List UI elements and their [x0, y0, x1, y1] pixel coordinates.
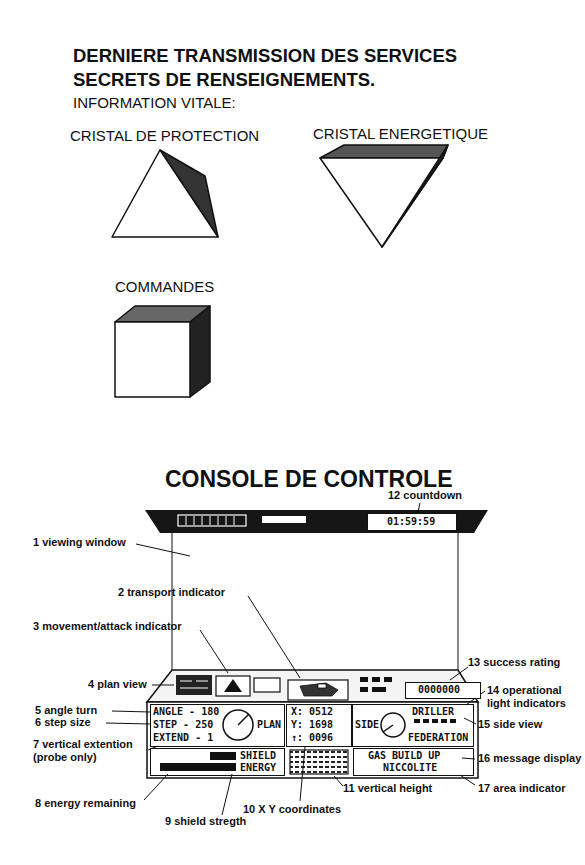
callout-label: 14 operational light indicators	[487, 684, 582, 710]
display-text: ENERGY	[240, 762, 276, 774]
display-text: Y: 1698	[291, 719, 333, 731]
callout-label: 11 vertical height	[343, 782, 432, 795]
message-display: GAS BUILD UPNICCOLITE	[353, 748, 474, 776]
shield-energy-panel: SHIELDENERGY	[150, 748, 285, 776]
top-bar-gauge	[178, 515, 246, 526]
item-caption: COMMANDES	[115, 278, 214, 296]
callout-label: 15 side view	[478, 718, 542, 731]
countdown-display: 01:59:59	[367, 513, 457, 531]
window-edge	[458, 533, 459, 670]
console-buttons	[360, 677, 392, 692]
display-text: X: 0512	[291, 706, 333, 718]
console-lower-deck	[147, 702, 478, 778]
display-text: SHIELD	[240, 750, 276, 762]
item-caption: CRISTAL ENERGETIQUE	[313, 125, 488, 143]
gauge-segments	[186, 516, 234, 525]
display-text: EXTEND - 1	[153, 732, 213, 744]
shield-bar	[210, 752, 236, 760]
subheading: INFORMATION VITALE:	[73, 94, 236, 112]
display-text: 01:59:59	[387, 516, 435, 528]
window-edge	[172, 533, 173, 670]
energy-crystal	[320, 158, 443, 247]
side-dial	[381, 713, 405, 737]
callout-label: 13 success rating	[468, 656, 560, 669]
display-text: ↑: 0096	[291, 732, 333, 744]
display-text: GAS BUILD UP	[368, 750, 440, 762]
section-heading: CONSOLE DE CONTROLE	[165, 465, 453, 493]
cube-side-face	[190, 306, 210, 397]
callout-label: 7 vertical extention (probe only)	[33, 738, 151, 764]
callout-label: 8 energy remaining	[35, 797, 136, 810]
crystal-shaded-face	[382, 145, 448, 247]
dial-needle	[238, 714, 249, 725]
callout-label: 9 shield stregth	[165, 815, 246, 828]
console-top-bar	[145, 510, 488, 533]
leader-lines	[106, 503, 485, 815]
display-text: DRILLER	[412, 706, 454, 718]
display-text: NICCOLITE	[383, 762, 437, 774]
display-text: FEDERATION	[408, 732, 468, 744]
callout-label: 10 X Y coordinates	[243, 803, 341, 816]
item-caption: CRISTAL DE PROTECTION	[70, 127, 259, 145]
plan-panel: ANGLE - 180STEP - 250EXTEND - 1 PLAN	[150, 704, 285, 747]
callout-label: 3 movement/attack indicator	[33, 620, 182, 633]
commands-cube	[115, 322, 190, 397]
operational-lights	[414, 719, 456, 723]
display-text: ANGLE - 180	[153, 706, 219, 718]
plan-view-keys	[180, 681, 208, 688]
movement-arrow	[224, 679, 242, 692]
success-rating-display: 0000000	[405, 682, 481, 699]
display-text: SIDE	[355, 719, 379, 731]
callout-label: 2 transport indicator	[118, 586, 225, 599]
display-text: PLAN	[257, 719, 281, 731]
movement-attack-indicator	[216, 676, 250, 696]
coordinates-panel: X: 0512Y: 1698↑: 0096	[286, 704, 352, 747]
callout-label: 12 countdown	[388, 489, 462, 502]
height-grid	[290, 750, 348, 774]
transport-vehicle-icon	[300, 683, 338, 696]
plan-dial	[223, 710, 253, 740]
transport-indicator	[288, 680, 348, 700]
top-bar-slot	[262, 516, 306, 523]
page-title: DERNIERE TRANSMISSION DES SERVICES SECRE…	[73, 44, 518, 92]
energy-bar	[160, 763, 236, 771]
callout-label: 16 message display	[478, 752, 581, 765]
protection-crystal	[112, 150, 218, 237]
plan-view-unit	[176, 675, 212, 695]
dial-needle	[383, 725, 393, 732]
display-text: STEP - 250	[153, 719, 213, 731]
callout-label: 17 area indicator	[478, 782, 565, 795]
indicator-slot	[254, 678, 280, 692]
display-text: 0000000	[418, 684, 460, 696]
callout-label: 5 angle turn	[35, 704, 97, 717]
callout-label: 6 step size	[35, 716, 91, 729]
side-panel: SIDE DRILLER FEDERATION	[352, 704, 474, 747]
crystal-shaded-face	[320, 145, 448, 158]
callout-label: 4 plan view	[88, 678, 147, 691]
callout-label: 1 viewing window	[33, 536, 126, 549]
